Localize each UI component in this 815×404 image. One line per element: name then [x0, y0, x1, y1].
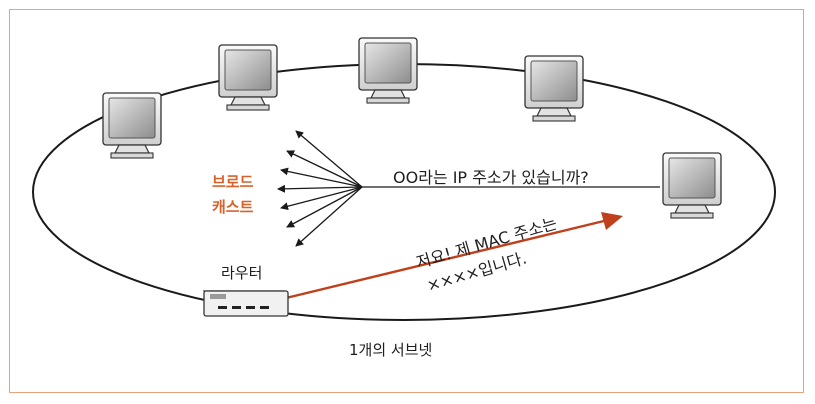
computer-icon	[358, 37, 418, 104]
router-label: 라우터	[221, 264, 263, 282]
arp-request-text: OO라는 IP 주소가 있습니까?	[393, 168, 589, 187]
computer-icon	[102, 92, 162, 159]
broadcast-label-line2: 캐스트	[212, 198, 254, 216]
computer-icon	[218, 44, 278, 111]
computer-icon	[524, 55, 584, 122]
computer-icon	[662, 152, 722, 219]
reply-arrow	[285, 212, 623, 300]
router-icon	[202, 290, 290, 317]
broadcast-label-line1: 브로드	[212, 173, 254, 191]
subnet-label: 1개의 서브넷	[349, 341, 433, 359]
broadcast-arrows	[277, 130, 363, 247]
broadcast-label: 브로드 캐스트	[212, 170, 253, 220]
diagram-frame	[9, 9, 804, 393]
